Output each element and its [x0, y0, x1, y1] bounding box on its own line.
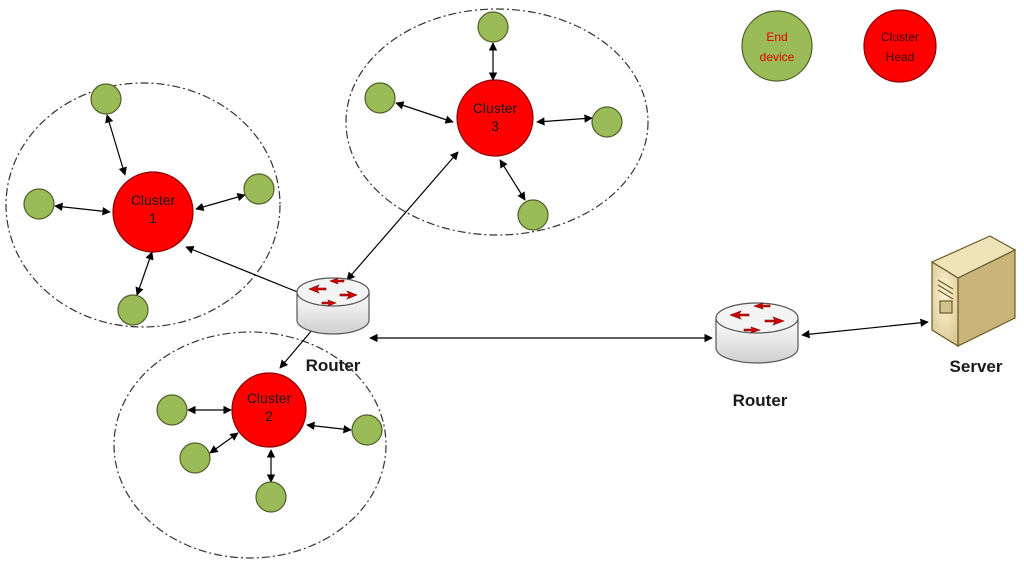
end-device	[243, 173, 275, 205]
end-device	[364, 82, 396, 114]
router-right-label: Router	[733, 391, 788, 410]
end-device	[179, 442, 211, 474]
end-device	[477, 11, 509, 43]
cluster-3-label: Cluster	[473, 100, 518, 116]
legend-end-device-line2: device	[760, 50, 795, 64]
legend-cluster-head-line1: Cluster	[881, 30, 919, 44]
legend-end-device-line1: End	[766, 30, 787, 44]
cluster-1-number: 1	[149, 210, 157, 226]
end-device	[156, 394, 188, 426]
end-device	[255, 481, 287, 513]
cluster-1-head: Cluster 1	[112, 171, 194, 253]
legend-end-device: End device	[741, 10, 813, 82]
cluster-2-head: Cluster 2	[231, 372, 307, 448]
cluster-3-number: 3	[491, 118, 499, 134]
end-device	[23, 188, 55, 220]
legend: End device Cluster Head	[741, 9, 937, 83]
legend-cluster-head: Cluster Head	[863, 9, 937, 83]
end-device	[117, 294, 149, 326]
router-left: Router	[296, 277, 370, 375]
server-drive-icon	[937, 279, 954, 314]
cluster-3-head: Cluster 3	[456, 79, 534, 157]
router-left-label: Router	[306, 356, 361, 375]
end-device	[90, 83, 122, 115]
backbone-links	[185, 151, 929, 369]
cluster-1-links	[54, 114, 246, 296]
server-label: Server	[950, 357, 1003, 376]
cluster-2-links	[187, 405, 352, 483]
cluster-2-boundary	[113, 331, 387, 559]
end-devices	[23, 11, 623, 513]
cluster-3-boundary	[345, 8, 649, 236]
router-right: Router	[715, 302, 799, 410]
router-arrows-icon	[729, 302, 785, 334]
cluster-3-links	[395, 42, 593, 201]
end-device	[351, 414, 383, 446]
cluster-1-label: Cluster	[131, 192, 176, 208]
legend-cluster-head-line2: Head	[886, 50, 915, 64]
router-arrows-icon	[308, 277, 358, 307]
server: Server	[930, 235, 1017, 376]
cluster-2-number: 2	[265, 408, 273, 424]
end-device	[591, 106, 623, 138]
end-device	[517, 199, 549, 231]
cluster-2-label: Cluster	[247, 390, 292, 406]
cluster-1-boundary	[5, 82, 281, 328]
